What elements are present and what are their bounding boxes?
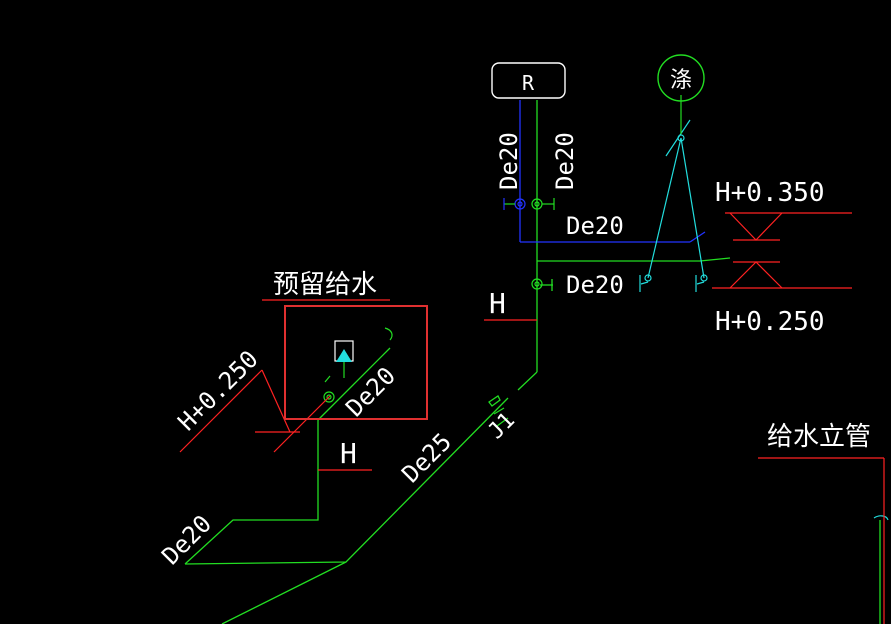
valve-ring-box-icon[interactable] bbox=[323, 391, 335, 403]
elev-lower-triangle bbox=[729, 261, 783, 289]
leader-elev-left bbox=[179, 369, 263, 453]
red-leaders bbox=[179, 212, 885, 624]
label-de20-vertical-right: De20 bbox=[551, 132, 579, 190]
de25-main-pipe[interactable] bbox=[184, 397, 509, 565]
label-j1: J1 bbox=[484, 408, 520, 444]
label-elev-lower: H+0.250 bbox=[715, 307, 825, 337]
box-pipe-hook bbox=[384, 327, 393, 341]
label-de20-horizontal: De20 bbox=[566, 212, 624, 240]
r-tag-label: R bbox=[522, 71, 535, 95]
label-reserved-water: 预留给水 bbox=[273, 270, 377, 300]
valve-ring-middle-icon[interactable] bbox=[531, 278, 543, 290]
branch-end-pipe[interactable] bbox=[699, 257, 731, 262]
reserved-water-symbol-icon[interactable] bbox=[334, 340, 354, 378]
riser-bend[interactable] bbox=[517, 371, 538, 391]
label-h-right: H bbox=[489, 287, 506, 320]
label-de20-bottom-left: De20 bbox=[156, 510, 217, 571]
label-de20-vertical-left: De20 bbox=[495, 132, 523, 190]
circle-tag-label: 涤 bbox=[670, 68, 692, 93]
elev-upper-triangle bbox=[729, 212, 783, 241]
lower-branch-pipe[interactable] bbox=[221, 561, 347, 624]
cyan-fixtures bbox=[639, 95, 708, 292]
label-water-riser: 给水立管 bbox=[767, 422, 871, 452]
j1-break-symbol bbox=[488, 395, 509, 427]
label-h-lower: H bbox=[340, 437, 357, 470]
label-de20-middle: De20 bbox=[566, 271, 624, 299]
label-elev-upper: H+0.350 bbox=[715, 178, 825, 208]
fixture-right-leg bbox=[680, 137, 705, 279]
circle-tag[interactable]: 涤 bbox=[657, 54, 705, 102]
de20-branch-pipe[interactable] bbox=[184, 420, 319, 565]
label-elev-left: H+0.250 bbox=[172, 345, 263, 436]
selection-highlight-box bbox=[284, 305, 428, 420]
fixture-left-leg bbox=[647, 137, 682, 279]
riser-hook bbox=[873, 515, 889, 521]
valve-rings bbox=[323, 198, 555, 403]
r-tag[interactable]: R bbox=[491, 62, 566, 99]
green-pipes bbox=[184, 100, 881, 624]
box-diagonal-pipe[interactable] bbox=[317, 347, 391, 421]
